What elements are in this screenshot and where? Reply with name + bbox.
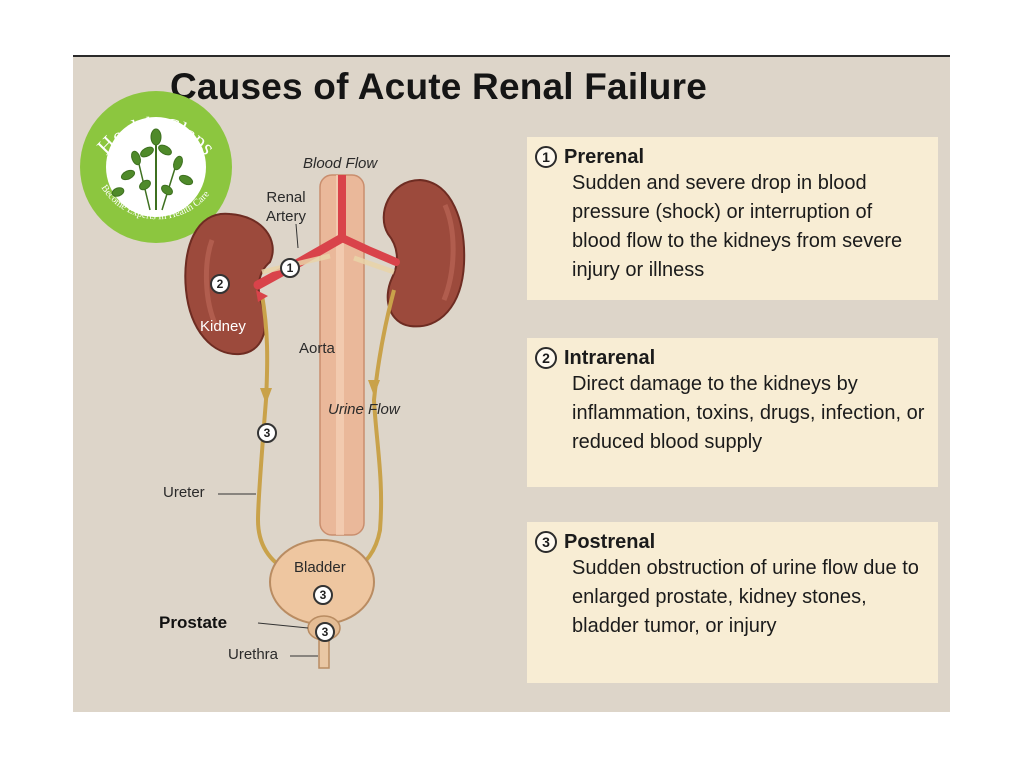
cause-description: Sudden obstruction of urine flow due to … <box>572 557 919 637</box>
right-ureter <box>350 289 396 574</box>
urine-flow-arrow-right <box>368 380 380 396</box>
cause-heading: 3 Postrenal <box>535 530 926 554</box>
cause-description: Sudden and severe drop in blood pressure… <box>572 172 903 281</box>
left-ureter <box>255 294 291 574</box>
top-rule <box>73 55 950 57</box>
cause-card-prerenal: 1 Prerenal Sudden and severe drop in blo… <box>527 137 938 300</box>
cause-heading: 2 Intrarenal <box>535 346 926 370</box>
number-badge: 3 <box>535 531 557 553</box>
urethra-label: Urethra <box>228 646 279 663</box>
renal-artery-right <box>338 234 400 266</box>
renal-artery-label: Renal Artery <box>266 189 307 225</box>
cause-title: Postrenal <box>564 531 656 553</box>
leaf-plant-icon <box>111 128 194 211</box>
marker-postrenal-ureter: 3 <box>257 423 277 443</box>
bladder-label: Bladder <box>294 559 346 576</box>
prostate-label: Prostate <box>159 613 228 632</box>
cause-card-intrarenal: 2 Intrarenal Direct damage to the kidney… <box>527 338 938 487</box>
kidney-label: Kidney <box>200 318 246 335</box>
bladder-shape <box>269 539 375 625</box>
blood-flow-arrow <box>256 290 268 302</box>
urine-flow-label: Urine Flow <box>328 401 400 418</box>
marker-postrenal-bladder: 3 <box>313 585 333 605</box>
urine-flow-arrow-left <box>260 388 272 404</box>
cause-description: Direct damage to the kidneys by inflamma… <box>572 373 925 453</box>
marker-intrarenal: 2 <box>210 274 230 294</box>
cause-card-postrenal: 3 Postrenal Sudden obstruction of urine … <box>527 522 938 683</box>
ureter-label: Ureter <box>163 484 205 501</box>
cause-title: Prerenal <box>564 146 645 168</box>
marker-postrenal-prostate: 3 <box>315 622 335 642</box>
right-kidney <box>382 178 466 328</box>
aorta-label: Aorta <box>299 340 335 357</box>
health-claps-logo: Health Claps Become Experts In Health Ca… <box>80 91 232 243</box>
blood-flow-label: Blood Flow <box>303 155 378 172</box>
number-badge: 1 <box>535 146 557 168</box>
page-title: Causes of Acute Renal Failure <box>170 66 707 107</box>
cause-title: Intrarenal <box>564 347 656 369</box>
cause-heading: 1 Prerenal <box>535 145 926 169</box>
marker-prerenal: 1 <box>280 258 300 278</box>
number-badge: 2 <box>535 347 557 369</box>
